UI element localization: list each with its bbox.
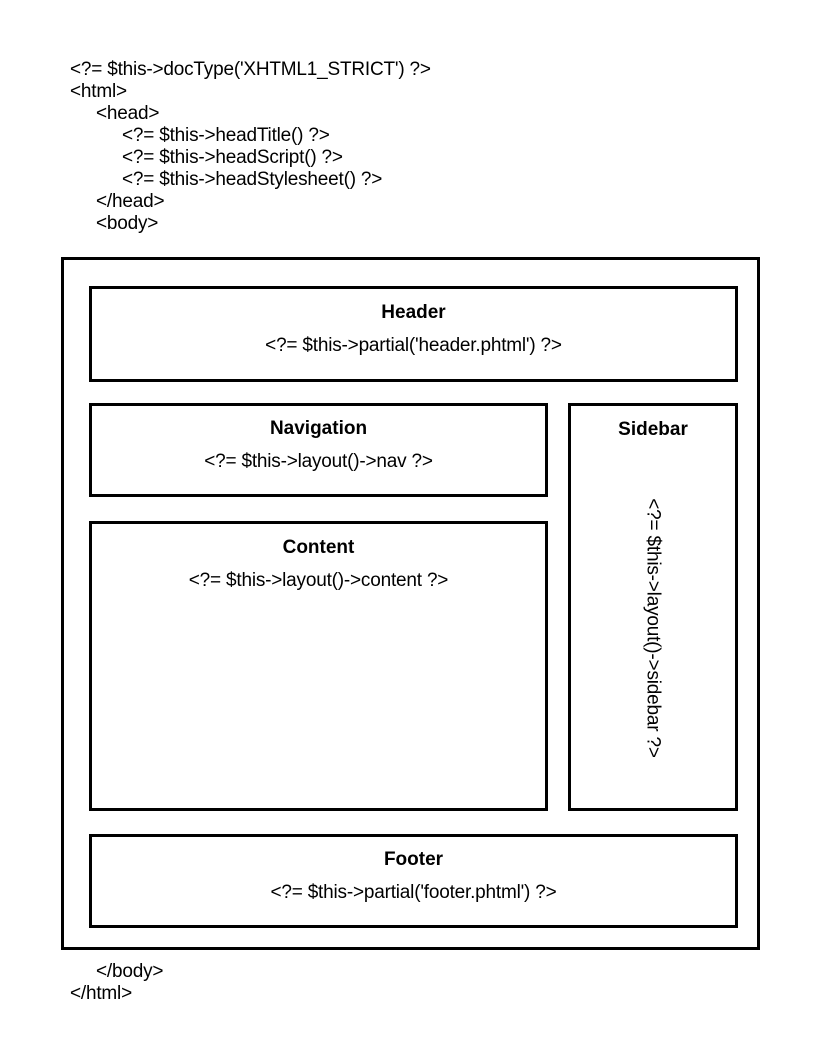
code-top-line-7: <body>: [96, 213, 159, 234]
diagram-region-header: Header <?= $this->partial('header.phtml'…: [89, 286, 738, 382]
diagram-region-footer: Footer <?= $this->partial('footer.phtml'…: [89, 834, 738, 928]
code-top-line-0: <?= $this->docType('XHTML1_STRICT') ?>: [70, 59, 431, 80]
diagram-region-sidebar: Sidebar <?= $this->layout()->sidebar ?>: [568, 403, 738, 811]
header-region-title: Header: [381, 302, 446, 323]
sidebar-region-code: <?= $this->layout()->sidebar ?>: [643, 498, 664, 758]
footer-region-code: <?= $this->partial('footer.phtml') ?>: [270, 882, 557, 903]
sidebar-region-title: Sidebar: [618, 419, 688, 440]
navigation-region-code: <?= $this->layout()->nav ?>: [204, 451, 433, 472]
sidebar-rotated-code-wrapper: <?= $this->layout()->sidebar ?>: [571, 452, 735, 804]
code-top-line-6: </head>: [96, 191, 165, 212]
code-top-line-3: <?= $this->headTitle() ?>: [122, 125, 330, 146]
code-top-line-4: <?= $this->headScript() ?>: [122, 147, 343, 168]
code-top-line-5: <?= $this->headStylesheet() ?>: [122, 169, 383, 190]
content-region-title: Content: [282, 537, 355, 558]
layout-diagram-outer-frame: Header <?= $this->partial('header.phtml'…: [61, 257, 760, 950]
code-top-line-2: <head>: [96, 103, 160, 124]
navigation-region-title: Navigation: [269, 418, 368, 439]
diagram-region-navigation: Navigation <?= $this->layout()->nav ?>: [89, 403, 548, 497]
diagram-region-content: Content <?= $this->layout()->content ?>: [89, 521, 548, 811]
code-bottom-line-0: </body>: [96, 961, 164, 982]
code-top-line-1: <html>: [70, 81, 127, 102]
header-region-code: <?= $this->partial('header.phtml') ?>: [265, 335, 562, 356]
footer-region-title: Footer: [383, 849, 444, 870]
content-region-code: <?= $this->layout()->content ?>: [188, 570, 449, 591]
code-bottom-line-1: </html>: [70, 983, 132, 1004]
